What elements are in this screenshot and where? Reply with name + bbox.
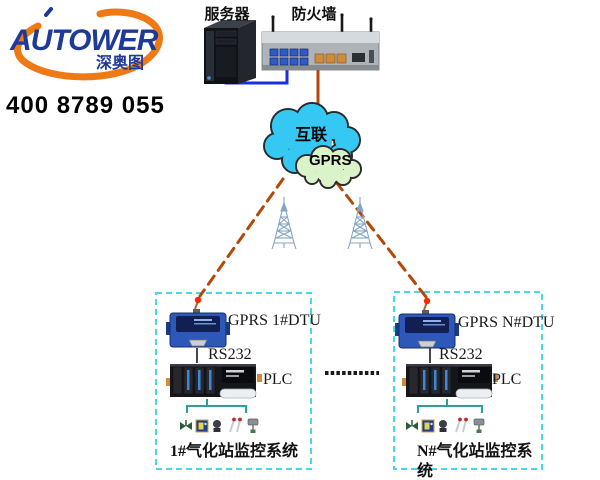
plc-nub bbox=[257, 374, 262, 382]
mount-tab bbox=[453, 323, 459, 336]
wan-ports bbox=[314, 53, 347, 64]
logo-accent bbox=[44, 7, 53, 17]
server-bays bbox=[206, 31, 214, 81]
plc-top-edge bbox=[170, 364, 256, 367]
firewall-icon bbox=[261, 13, 380, 71]
lan-ports bbox=[269, 48, 309, 66]
logo-swoosh-icon bbox=[14, 8, 163, 81]
rs232-label-n: RS232 bbox=[439, 346, 483, 363]
antenna-tip bbox=[369, 17, 373, 21]
plc-nub bbox=[166, 378, 171, 386]
sensor-strip bbox=[180, 417, 259, 433]
mount-tab bbox=[166, 322, 172, 335]
plc-wedge bbox=[219, 388, 257, 399]
plc-label-line bbox=[462, 375, 475, 377]
server-side bbox=[238, 20, 256, 84]
gprs-cloud-label: GPRS bbox=[309, 152, 352, 169]
station-caption-1: 1#气化站监控系统 bbox=[169, 443, 298, 460]
flow-meter-icon bbox=[195, 419, 209, 433]
rs232-label-1: RS232 bbox=[208, 346, 252, 363]
wireless-link-left bbox=[198, 177, 285, 298]
server-slot bbox=[215, 30, 237, 37]
sensor-bus-bracket-n bbox=[417, 399, 483, 413]
sensor-strip bbox=[406, 417, 485, 433]
plc-label-line bbox=[462, 370, 480, 373]
server-icon bbox=[204, 20, 256, 84]
plc-label-line bbox=[226, 370, 244, 373]
antenna-dot bbox=[423, 297, 431, 305]
dtu-label-1: GPRS 1#DTU bbox=[228, 312, 321, 329]
vent bbox=[369, 50, 374, 63]
dtu-panel-text bbox=[423, 324, 445, 326]
plc-icon bbox=[402, 364, 498, 399]
plc-wedge bbox=[455, 388, 493, 399]
mount-tab bbox=[395, 323, 401, 336]
autower-logo: AUTOWER 深奥图 bbox=[9, 7, 163, 81]
dtu-panel-text bbox=[194, 323, 216, 325]
sensor-bus-bracket-1 bbox=[186, 399, 247, 413]
valve-icon bbox=[406, 420, 418, 430]
mount-tab bbox=[224, 322, 230, 335]
antenna-mount bbox=[422, 310, 429, 315]
plc-icon bbox=[166, 364, 262, 399]
dtu-icon bbox=[395, 297, 459, 349]
server-top bbox=[204, 20, 256, 28]
server-panel bbox=[216, 47, 236, 77]
plc-nub bbox=[402, 378, 407, 386]
valve-icon bbox=[180, 420, 192, 430]
dtu-panel-text bbox=[423, 320, 441, 322]
antenna-tip bbox=[271, 15, 275, 19]
pressure-transmitter-icon bbox=[247, 418, 259, 433]
cell-tower-icon bbox=[271, 197, 297, 250]
flow-meter-icon bbox=[421, 419, 435, 433]
plc-modules bbox=[172, 366, 216, 395]
server-slot bbox=[215, 38, 237, 45]
cell-tower-icon bbox=[347, 197, 373, 250]
plc-nub bbox=[493, 374, 498, 382]
antenna-tip bbox=[340, 13, 344, 17]
plc-label-line bbox=[226, 375, 239, 377]
serial-port bbox=[188, 339, 208, 347]
thermometer-probes-icon bbox=[455, 417, 468, 433]
dtu-panel-text bbox=[194, 319, 212, 321]
dtu-label-n: GPRS N#DTU bbox=[458, 314, 555, 331]
gprs-cloud-fill bbox=[297, 147, 360, 187]
dtu-icon bbox=[166, 296, 230, 348]
pump-icon bbox=[439, 420, 447, 432]
console-port bbox=[352, 53, 365, 62]
pressure-transmitter-icon bbox=[473, 418, 485, 433]
firewall-top bbox=[262, 32, 379, 43]
plc-top-edge bbox=[406, 364, 492, 367]
station-box-1 bbox=[155, 292, 312, 470]
plc-label-1: PLC bbox=[263, 371, 293, 388]
thermometer-probes-icon bbox=[229, 417, 242, 433]
logo-subtext: 深奥图 bbox=[96, 53, 144, 72]
station-caption-n: N#气化站监控系统 bbox=[417, 443, 533, 480]
logo-text: AUTOWER bbox=[9, 24, 159, 57]
server-label: 服务器 bbox=[204, 7, 250, 23]
serial-port bbox=[417, 340, 437, 348]
plc-label-n: PLC bbox=[492, 371, 522, 388]
firewall-bottom bbox=[262, 65, 379, 70]
plc-modules bbox=[408, 366, 452, 395]
server-led bbox=[207, 76, 211, 80]
phone-number: 400 8789 055 bbox=[6, 92, 165, 119]
antenna-mount bbox=[193, 309, 200, 314]
antenna-dot bbox=[194, 296, 202, 304]
firewall-label: 防火墙 bbox=[291, 7, 337, 23]
pump-icon bbox=[213, 420, 221, 432]
internet-cloud-label: 互联 bbox=[295, 127, 328, 144]
station-box-n bbox=[393, 291, 543, 470]
wireless-link-right bbox=[334, 180, 428, 299]
network-cloud bbox=[263, 102, 362, 189]
